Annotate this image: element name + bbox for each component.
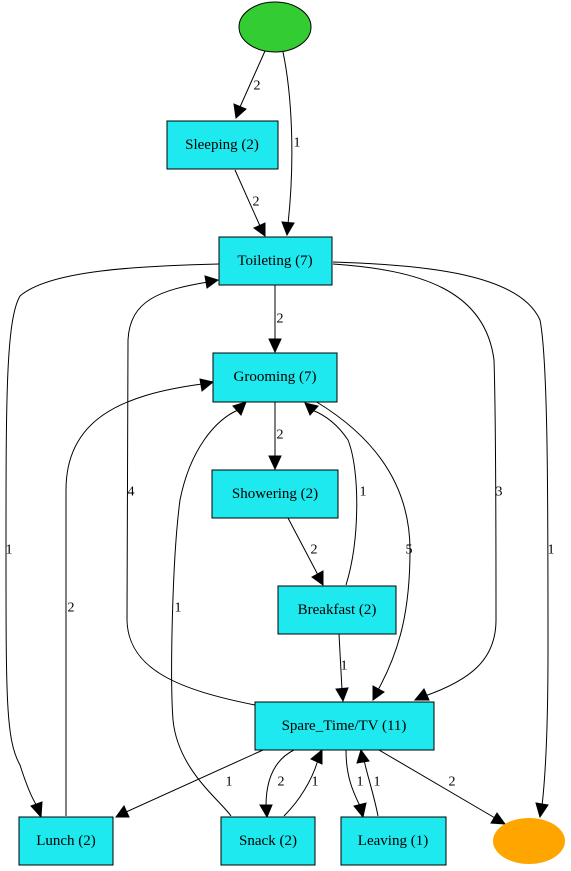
node-leaving-label: Leaving (1) (358, 833, 428, 849)
edge-label-spare-time-leaving: 1 (357, 775, 364, 790)
edge-snack-spare-time: 1 (283, 748, 323, 817)
edge-label-toileting-lunch: 1 (6, 543, 13, 558)
node-toileting: Toileting (7) (218, 236, 333, 286)
end-node (493, 818, 565, 864)
edge-spare-time-end: 2 (378, 749, 507, 825)
node-snack-label: Snack (2) (239, 833, 297, 849)
edge-label-sleeping-toileting: 2 (253, 195, 260, 210)
edges: 2 1 2 2 1 3 (5, 50, 555, 825)
edge-label-lunch-grooming: 2 (68, 601, 75, 616)
edge-spare-time-leaving: 1 (345, 749, 367, 819)
edge-toileting-spare-time: 3 (332, 263, 503, 701)
node-grooming-label: Grooming (7) (234, 369, 317, 385)
start-node (238, 1, 312, 53)
node-sleeping: Sleeping (2) (166, 120, 279, 170)
node-spare-time-label: Spare_Time/TV (11) (282, 718, 407, 734)
node-sleeping-label: Sleeping (2) (185, 137, 259, 153)
edge-label-snack-spare-time: 1 (312, 775, 319, 790)
edge-lunch-grooming: 2 (65, 378, 215, 816)
node-showering-label: Showering (2) (232, 486, 318, 502)
node-lunch-label: Lunch (2) (36, 833, 96, 849)
edge-label-toileting-end: 1 (548, 543, 555, 558)
node-toileting-label: Toileting (7) (237, 253, 312, 269)
edge-snack-grooming: 1 (171, 401, 247, 817)
edge-start-sleeping: 2 (233, 50, 266, 119)
node-breakfast: Breakfast (2) (277, 585, 397, 635)
edge-spare-time-lunch: 1 (115, 749, 264, 818)
edge-showering-breakfast: 2 (287, 517, 324, 586)
edge-label-start-toileting: 1 (294, 136, 301, 151)
node-leaving: Leaving (1) (340, 816, 447, 866)
edge-spare-time-toileting: 4 (126, 275, 256, 706)
edge-label-start-sleeping: 2 (254, 79, 261, 94)
nodes: Sleeping (2) Toileting (7) Grooming (7) … (18, 1, 565, 866)
edge-label-snack-grooming: 1 (175, 601, 182, 616)
edge-toileting-grooming: 2 (268, 285, 284, 354)
edge-label-leaving-spare-time: 1 (374, 775, 381, 790)
node-breakfast-label: Breakfast (2) (298, 602, 377, 618)
node-lunch: Lunch (2) (18, 816, 114, 866)
node-spare-time: Spare_Time/TV (11) (254, 701, 435, 751)
edge-spare-time-snack: 2 (259, 749, 295, 819)
edge-grooming-spare-time: 5 (314, 400, 413, 701)
node-grooming: Grooming (7) (212, 352, 338, 403)
edge-toileting-lunch: 1 (5, 263, 220, 819)
edge-breakfast-spare-time: 1 (335, 633, 349, 703)
edge-label-showering-breakfast: 2 (311, 543, 318, 558)
edge-start-toileting: 1 (281, 51, 301, 237)
edge-label-spare-time-toileting: 4 (128, 485, 135, 500)
edge-label-breakfast-grooming: 1 (360, 485, 367, 500)
edge-label-grooming-spare-time: 5 (406, 543, 413, 558)
edge-breakfast-grooming: 1 (304, 402, 367, 586)
edge-label-spare-time-snack: 2 (278, 775, 285, 790)
node-snack: Snack (2) (220, 816, 316, 866)
edge-label-toileting-grooming: 2 (277, 312, 284, 327)
edge-sleeping-toileting: 2 (234, 169, 266, 237)
edge-label-breakfast-spare-time: 1 (341, 659, 348, 674)
edge-label-spare-time-end: 2 (449, 775, 456, 790)
edge-leaving-spare-time: 1 (356, 748, 381, 817)
edge-label-grooming-showering: 2 (277, 428, 284, 443)
edge-label-spare-time-lunch: 1 (226, 775, 233, 790)
edge-toileting-end: 1 (332, 261, 555, 819)
edge-label-toileting-spare-time: 3 (496, 485, 503, 500)
edge-grooming-showering: 2 (268, 402, 284, 471)
node-showering: Showering (2) (211, 469, 339, 519)
